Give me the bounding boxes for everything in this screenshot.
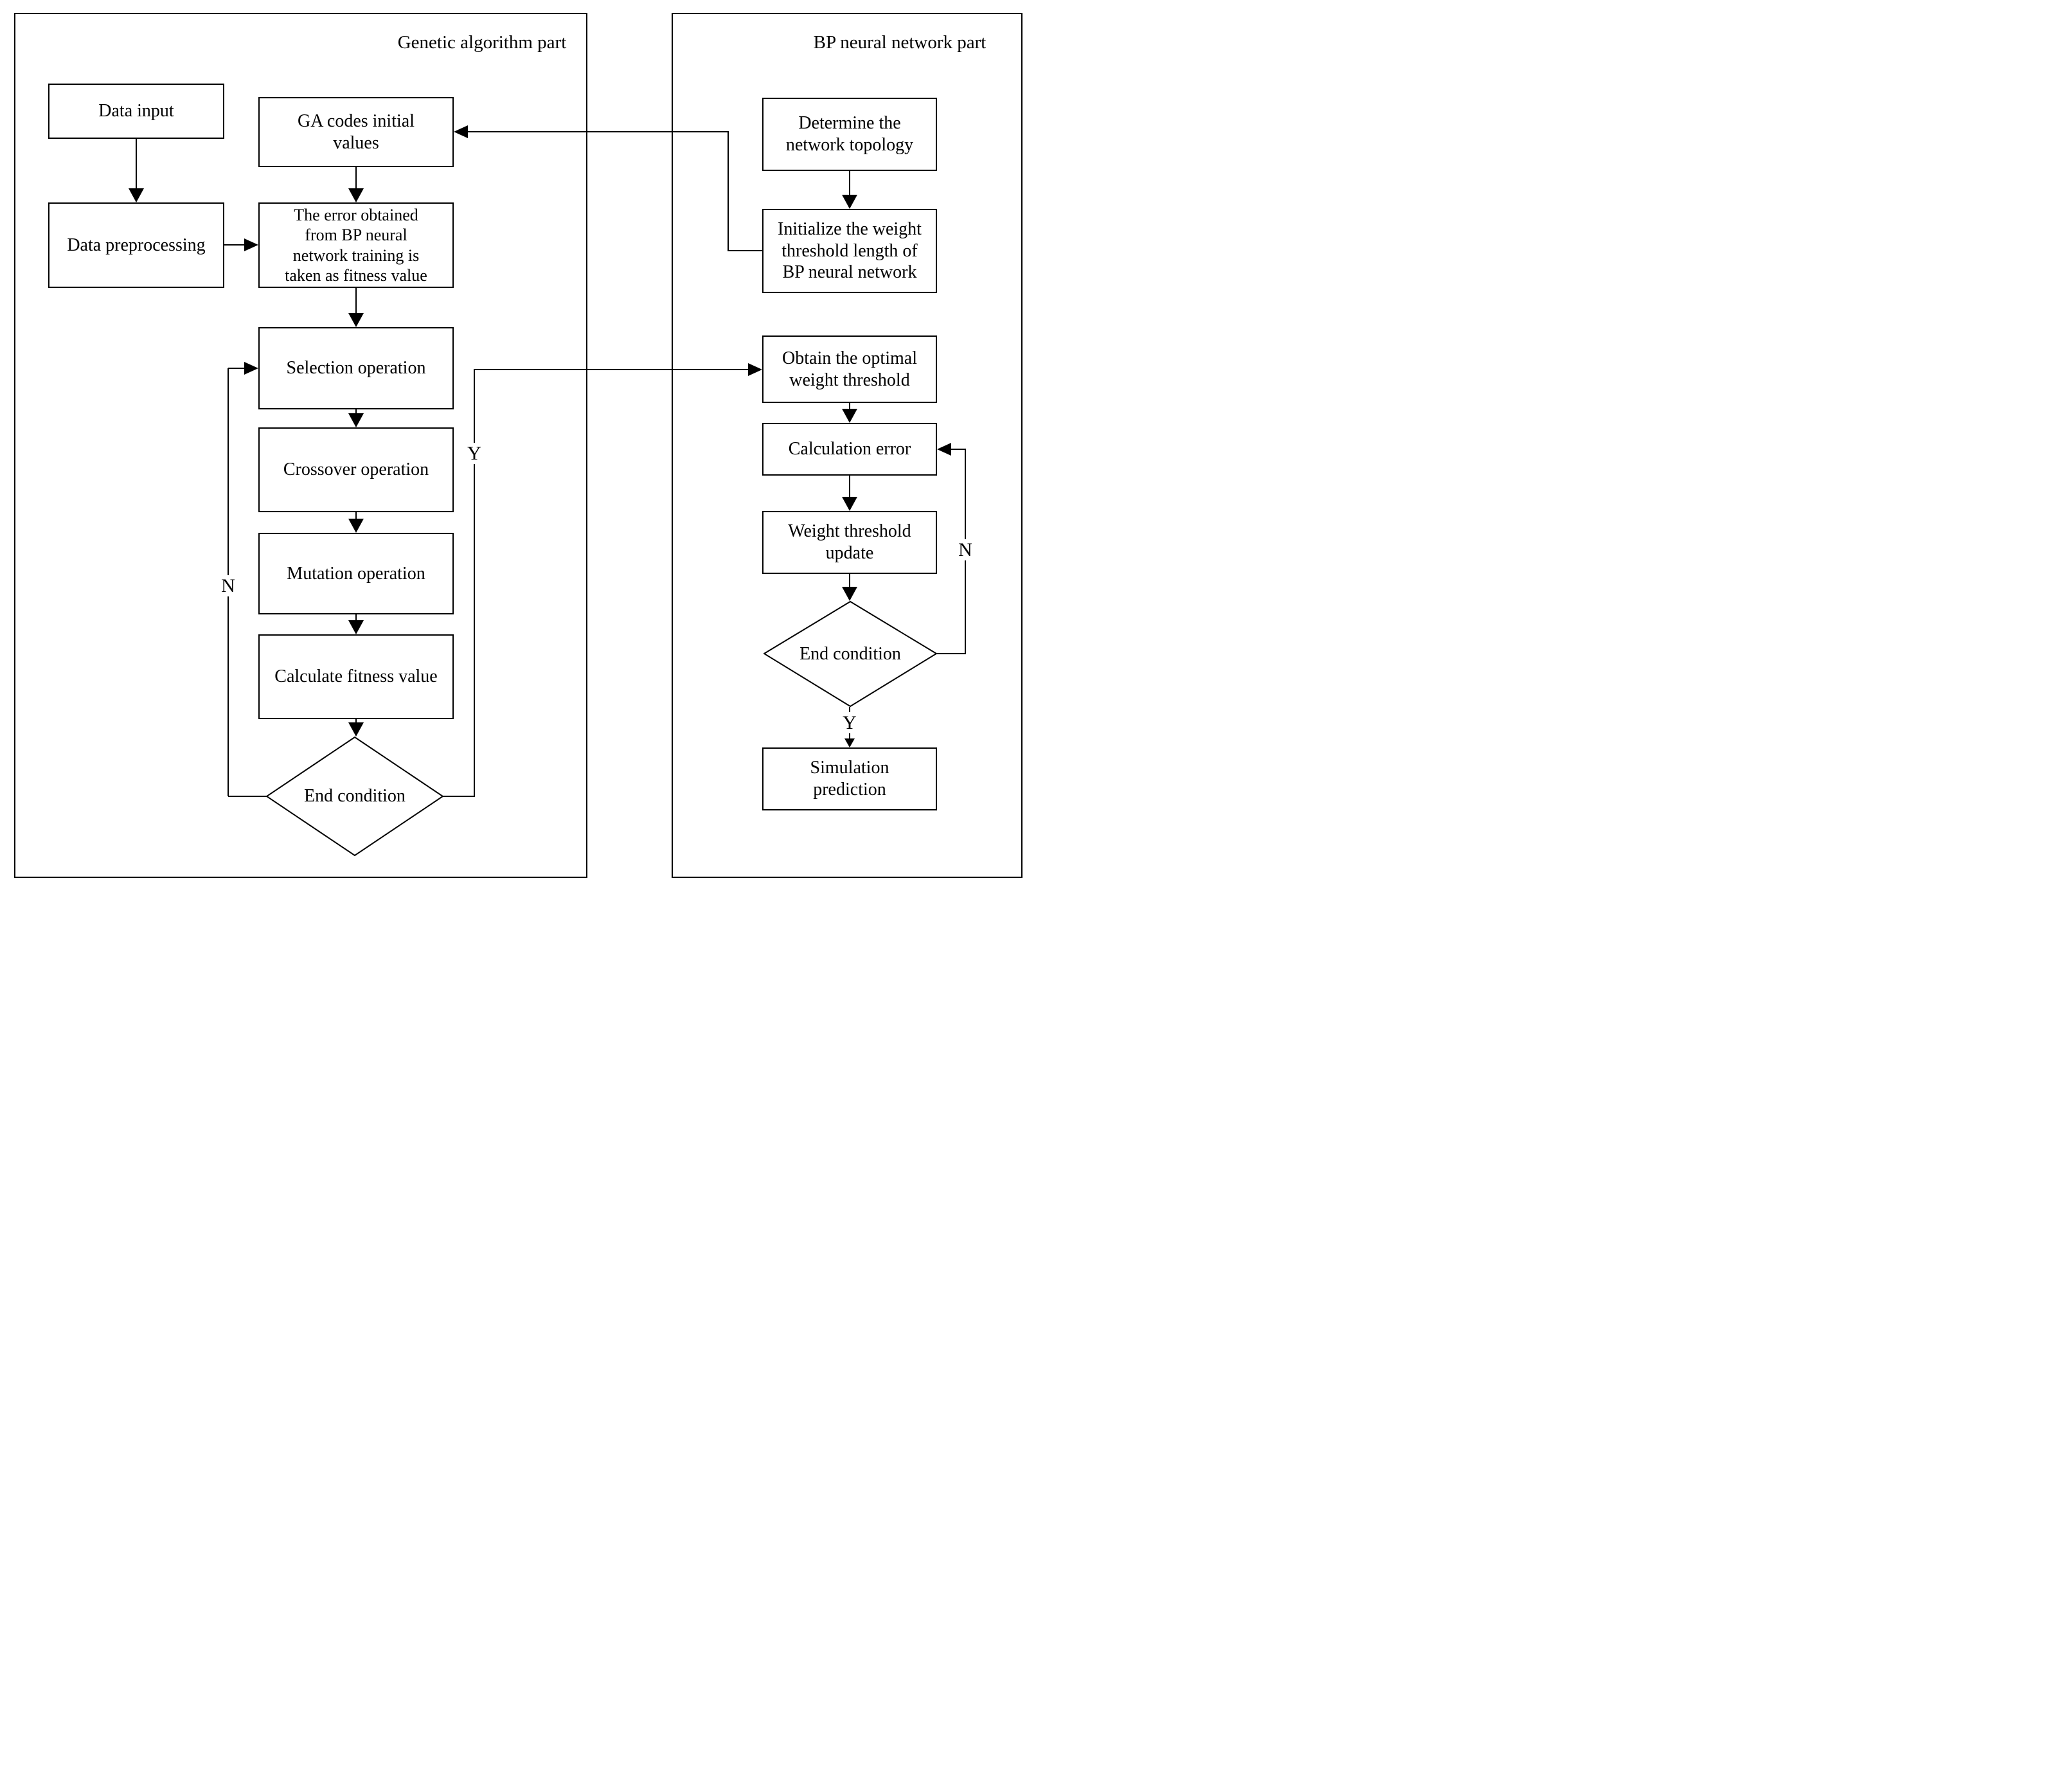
ga-branch-label-n: N xyxy=(215,575,241,596)
arrowhead-down-icon xyxy=(348,620,364,634)
connector-ga-yes-bottom xyxy=(443,796,475,797)
node-simulation-prediction: Simulation prediction xyxy=(762,747,937,810)
connector-feedback-to-gacodes xyxy=(467,131,729,132)
genetic-section-title: Genetic algorithm part xyxy=(397,32,567,53)
node-obtain-optimal-weight: Obtain the optimal weight threshold xyxy=(762,335,937,403)
arrowhead-right-icon xyxy=(244,238,258,251)
arrowhead-down-icon xyxy=(348,313,364,327)
node-initialize-weight: Initialize the weight threshold length o… xyxy=(762,209,937,293)
arrowhead-down-icon xyxy=(842,497,857,511)
diamond-shape xyxy=(265,736,444,857)
node-calculation-error: Calculation error xyxy=(762,423,937,476)
connector-ga-no-top xyxy=(228,368,246,369)
node-fitness-error: The error obtained from BP neural networ… xyxy=(258,202,454,288)
arrowhead-down-icon xyxy=(348,413,364,427)
connector-gacodes-error xyxy=(355,167,357,190)
connector-feedback-vertical xyxy=(728,132,729,251)
node-crossover-operation: Crossover operation xyxy=(258,427,454,512)
connector-feedback-bottom xyxy=(728,250,764,251)
bp-end-condition-label: End condition xyxy=(799,643,901,664)
node-selection-operation: Selection operation xyxy=(258,327,454,409)
arrowhead-left-icon xyxy=(937,443,951,456)
connector-crossover-mutation xyxy=(355,512,357,520)
node-data-preprocessing: Data preprocessing xyxy=(48,202,224,288)
connector-selection-crossover xyxy=(355,409,357,416)
node-calculate-fitness: Calculate fitness value xyxy=(258,634,454,719)
connector-weightupdate-endcondition xyxy=(849,574,850,588)
connector-ga-yes-to-bp xyxy=(474,369,749,370)
connector-bp-no-bottom xyxy=(936,653,966,654)
node-ga-end-condition-diamond xyxy=(265,736,444,857)
node-mutation-operation: Mutation operation xyxy=(258,533,454,614)
arrowhead-down-icon xyxy=(348,519,364,533)
node-data-input: Data input xyxy=(48,84,224,139)
node-weight-threshold-update: Weight threshold update xyxy=(762,511,937,574)
arrowhead-right-icon xyxy=(244,362,258,375)
bp-branch-label-n: N xyxy=(952,539,978,560)
connector-error-selection xyxy=(355,288,357,314)
arrowhead-down-icon xyxy=(129,188,144,202)
node-ga-codes-initial-values: GA codes initial values xyxy=(258,97,454,167)
connector-calcfitness-endcondition xyxy=(355,719,357,724)
arrowhead-left-icon xyxy=(454,125,468,138)
connector-determine-initialize xyxy=(849,171,850,196)
arrowhead-down-icon xyxy=(844,738,855,747)
ga-branch-label-y: Y xyxy=(461,443,487,464)
arrowhead-right-icon xyxy=(748,363,762,376)
connector-bp-no-top xyxy=(950,449,966,450)
node-bp-end-condition-diamond xyxy=(763,600,938,708)
connector-preprocessing-error xyxy=(224,244,246,246)
flowchart-canvas: Genetic algorithm part BP neural network… xyxy=(0,0,1036,890)
bp-branch-label-y: Y xyxy=(837,712,862,733)
ga-end-condition-label: End condition xyxy=(304,786,406,806)
connector-calcerror-weightupdate xyxy=(849,476,850,497)
arrowhead-down-icon xyxy=(348,188,364,202)
connector-obtain-calcerror xyxy=(849,403,850,409)
connector-ga-yes-vertical xyxy=(474,370,475,796)
bp-section-title: BP neural network part xyxy=(813,32,987,53)
diamond-shape xyxy=(763,600,938,708)
arrowhead-down-icon xyxy=(842,195,857,209)
connector-ga-no-bottom xyxy=(228,796,267,797)
arrowhead-down-icon xyxy=(842,409,857,423)
connector-mutation-calcfitness xyxy=(355,614,357,621)
arrowhead-down-icon xyxy=(842,587,857,601)
connector-input-preprocessing xyxy=(136,139,137,190)
arrowhead-down-icon xyxy=(348,722,364,737)
node-determine-topology: Determine the network topology xyxy=(762,98,937,171)
